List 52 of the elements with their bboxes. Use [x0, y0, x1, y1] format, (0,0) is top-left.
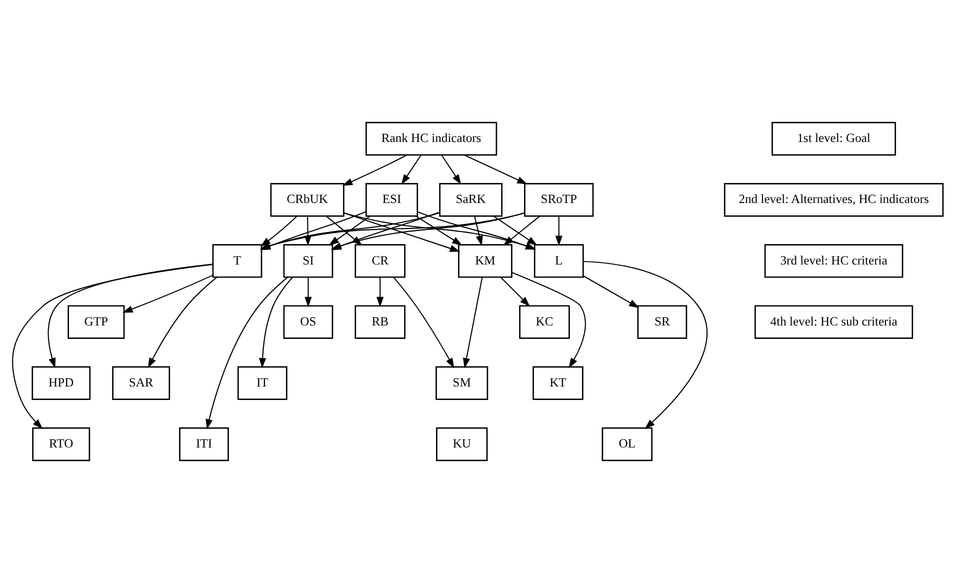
- node-box: KU: [436, 427, 488, 462]
- arrow: [503, 216, 540, 246]
- arrow: [393, 276, 454, 368]
- arrow: [583, 275, 640, 308]
- node-box: 1st level: Goal: [772, 122, 896, 156]
- node-box: 4th level: HC sub criteria: [754, 305, 914, 339]
- arrow: [48, 264, 214, 368]
- node-box: 2nd level: Alternatives, HC indicators: [724, 183, 944, 217]
- node-box: KT: [532, 366, 584, 400]
- arrow: [464, 154, 528, 184]
- node-box: Rank HC indicators: [365, 122, 498, 156]
- node-box: GTP: [68, 305, 125, 339]
- node-box: SaRK: [439, 183, 502, 217]
- arrow: [555, 216, 562, 246]
- node-box: OL: [602, 427, 653, 462]
- arrow: [12, 264, 213, 430]
- node-box: RTO: [32, 427, 90, 462]
- node-box: SM: [436, 366, 488, 400]
- node-box: KC: [519, 305, 570, 339]
- node-box: L: [534, 244, 584, 278]
- arrow: [500, 277, 530, 307]
- arrow: [401, 154, 422, 185]
- node-box: ESI: [365, 183, 418, 217]
- arrow: [376, 277, 384, 308]
- arrow: [148, 276, 218, 368]
- node-box: SAR: [112, 366, 170, 400]
- node-box: SR: [637, 305, 688, 339]
- node-box: 3rd level: HC criteria: [764, 244, 904, 278]
- arrow: [258, 276, 294, 368]
- node-box: IT: [237, 366, 288, 400]
- arrow: [342, 154, 408, 186]
- arrow: [122, 274, 213, 313]
- arrow: [304, 277, 312, 308]
- arrow: [474, 216, 483, 246]
- arrow: [512, 272, 586, 368]
- node-box: RB: [354, 305, 406, 339]
- node-box: ITI: [179, 427, 229, 462]
- node-box: KM: [458, 244, 512, 278]
- arrow: [260, 216, 298, 247]
- arrow: [206, 276, 288, 430]
- arrow: [416, 216, 462, 246]
- node-box: SI: [283, 244, 334, 278]
- node-box: T: [212, 244, 262, 278]
- arrow: [441, 154, 462, 185]
- arrow: [462, 277, 483, 368]
- node-box: HPD: [32, 366, 91, 400]
- arrow: [493, 216, 538, 246]
- node-box: OS: [283, 305, 334, 339]
- arrow: [583, 260, 708, 430]
- node-box: SRoTP: [524, 183, 594, 217]
- node-box: CRbUK: [270, 183, 344, 217]
- node-box: CR: [354, 244, 406, 278]
